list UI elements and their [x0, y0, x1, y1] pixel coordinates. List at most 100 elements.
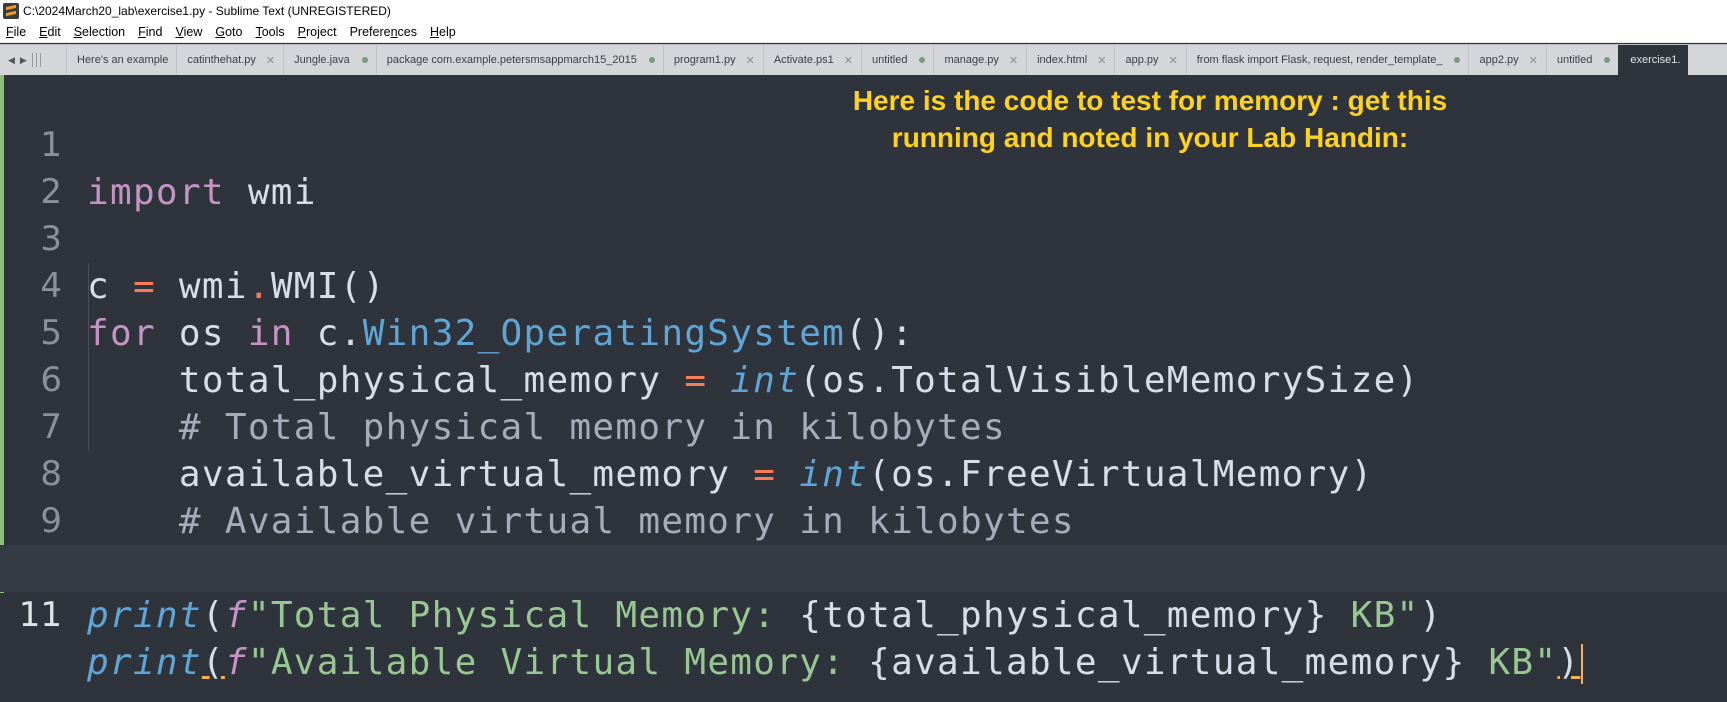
code-line-1[interactable]: 1 import wmi	[0, 75, 1727, 213]
unsaved-dot-icon[interactable]	[1454, 57, 1461, 63]
code-line-8[interactable]: 8 # Available virtual memory in kilobyte…	[0, 404, 1727, 542]
code-text: for os in c.Win32_OperatingSystem():	[87, 310, 914, 357]
text-cursor	[1581, 644, 1584, 684]
string: KB"	[1327, 595, 1420, 636]
tab-manage-py[interactable]: manage.py ✕	[933, 45, 1026, 75]
code-text: print(f"Available Virtual Memory: {avail…	[87, 639, 1584, 686]
string: "Total Physical Memory:	[247, 595, 800, 636]
tab-divider	[35, 53, 37, 67]
tab-label: app2.py	[1479, 54, 1519, 66]
tab-label: index.html	[1037, 54, 1088, 66]
menu-preferences[interactable]: Preferences	[349, 25, 417, 39]
tab-label: app.py	[1125, 54, 1159, 66]
identifier: c	[87, 266, 133, 307]
close-tab-icon[interactable]: ✕	[745, 54, 755, 67]
tab-app-py[interactable]: app.py ✕	[1114, 45, 1185, 75]
code-text: c = wmi.WMI()	[87, 263, 386, 310]
line-number: 3	[40, 219, 62, 259]
tab-list: Here's an example catinthehat.py✕Jungle.j…	[66, 45, 1689, 75]
tab-from-flask-import-flask-request-render-template[interactable]: from flask import Flask, request, render…	[1185, 45, 1469, 75]
close-tab-icon[interactable]: ✕	[1528, 54, 1538, 67]
tab-activate-ps1[interactable]: Activate.ps1✕	[762, 45, 861, 75]
punctuation: (	[201, 595, 225, 636]
identifier: c.	[293, 313, 363, 354]
menu-tools[interactable]: Tools	[255, 25, 285, 39]
tab-label: package com.example.petersmsappmarch15_2…	[386, 54, 637, 66]
tab-catinthehat-py[interactable]: catinthehat.py✕	[176, 45, 283, 75]
line-number: 5	[40, 313, 62, 353]
close-tab-icon[interactable]: ✕	[843, 54, 853, 67]
code-line-7[interactable]: 7 available_virtual_memory = int(os.Free…	[0, 357, 1727, 495]
unsaved-dot-icon[interactable]	[919, 57, 926, 63]
tab-left-arrow-icon[interactable]: ◀	[8, 54, 15, 65]
function-call: Win32_OperatingSystem	[362, 313, 846, 354]
code-line-4[interactable]: 4 for os in c.Win32_OperatingSystem():	[0, 216, 1727, 354]
menu-selection[interactable]: Selection	[73, 25, 126, 39]
menu-file[interactable]: File	[6, 25, 27, 39]
tab-exercise1[interactable]: exercise1.	[1618, 45, 1689, 75]
tab-untitled[interactable]: untitled	[860, 45, 933, 75]
tab-untitled[interactable]: untitled	[1545, 45, 1618, 75]
punctuation: )	[1419, 595, 1443, 636]
identifier: WMI()	[270, 266, 386, 307]
code-line-5[interactable]: 5 total_physical_memory = int(os.TotalVi…	[0, 263, 1727, 401]
close-tab-icon[interactable]: ✕	[1168, 54, 1178, 67]
tab-divider	[31, 53, 33, 67]
tab-label: from flask import Flask, request, render…	[1196, 54, 1443, 66]
builtin-function: print	[87, 642, 202, 683]
string: KB"	[1465, 642, 1558, 683]
tab-app2-py[interactable]: app2.py ✕	[1468, 45, 1545, 75]
identifier: total_physical_memory	[87, 360, 685, 401]
tab-package-com-example-petersmsappmarch15-2015[interactable]: package com.example.petersmsappmarch15_2…	[375, 45, 663, 75]
string-prefix: f	[224, 595, 248, 636]
builtin-function: int	[799, 454, 869, 495]
string-interpolation: {available_virtual_memory}	[868, 642, 1466, 683]
tab-right-arrow-icon[interactable]: ▶	[19, 54, 27, 65]
code-line-2[interactable]: 2	[0, 122, 1727, 212]
annotation-line-1: Here is the code to test for memory : ge…	[852, 85, 1448, 116]
code-line-6[interactable]: 6 # Total physical memory in kilobytes	[0, 310, 1727, 448]
tab-here-s-an-example[interactable]: Here's an example	[66, 45, 176, 75]
menu-help[interactable]: Help	[430, 25, 456, 39]
tab-label: program1.py	[673, 54, 736, 66]
builtin-function: int	[730, 360, 800, 401]
tab-label: manage.py	[944, 54, 999, 66]
code-text: available_virtual_memory = int(os.FreeVi…	[87, 451, 1374, 498]
menu-bar: File Edit Selection Find View Goto Tools Projec…	[0, 22, 1727, 43]
tab-jungle-java[interactable]: Jungle.java	[283, 45, 376, 75]
tab-label: Here's an example	[77, 54, 169, 66]
menu-view[interactable]: View	[175, 25, 203, 39]
code-editor[interactable]: Here is the code to test for memory : ge…	[0, 75, 1727, 702]
code-line-11[interactable]: 11 print(f"Available Virtual Memory: {av…	[0, 545, 1727, 684]
annotation-line-2: running and noted in your Lab Handin:	[891, 122, 1409, 153]
tab-bar: ◀ ▶ Here's an example catinthehat.py✕Jung…	[0, 44, 1727, 75]
tab-index-html[interactable]: index.html ✕	[1026, 45, 1114, 75]
operator: =	[753, 454, 777, 495]
matched-bracket: (	[201, 642, 225, 683]
string-interpolation: {total_physical_memory}	[799, 595, 1328, 636]
keyword: for	[87, 313, 156, 354]
close-tab-icon[interactable]: ✕	[1097, 54, 1107, 67]
menu-goto[interactable]: Goto	[215, 25, 243, 39]
comment: # Available virtual memory in kilobytes	[87, 501, 1075, 542]
menu-project[interactable]: Project	[297, 25, 337, 39]
unsaved-dot-icon[interactable]	[361, 57, 368, 63]
code-line-10[interactable]: 10 print(f"Total Physical Memory: {total…	[0, 498, 1727, 636]
operator: =	[132, 266, 156, 307]
menu-edit[interactable]: Edit	[39, 25, 61, 39]
code-line-3[interactable]: 3 c = wmi.WMI()	[0, 169, 1727, 307]
close-tab-icon[interactable]: ✕	[265, 54, 276, 67]
keyword: in	[247, 313, 294, 354]
code-text: print(f"Total Physical Memory: {total_ph…	[87, 592, 1443, 639]
line-number: 1	[40, 125, 62, 165]
code-line-9[interactable]: 9	[0, 451, 1727, 541]
unsaved-dot-icon[interactable]	[648, 57, 655, 63]
tab-program1-py[interactable]: program1.py ✕	[662, 45, 763, 75]
line-number: 11	[18, 595, 62, 635]
menu-find[interactable]: Find	[138, 25, 163, 39]
tab-label: exercise1.	[1630, 54, 1681, 66]
line-number: 7	[40, 407, 62, 447]
punctuation: ():	[845, 313, 915, 354]
unsaved-dot-icon[interactable]	[1604, 57, 1611, 63]
close-tab-icon[interactable]: ✕	[1008, 54, 1019, 67]
